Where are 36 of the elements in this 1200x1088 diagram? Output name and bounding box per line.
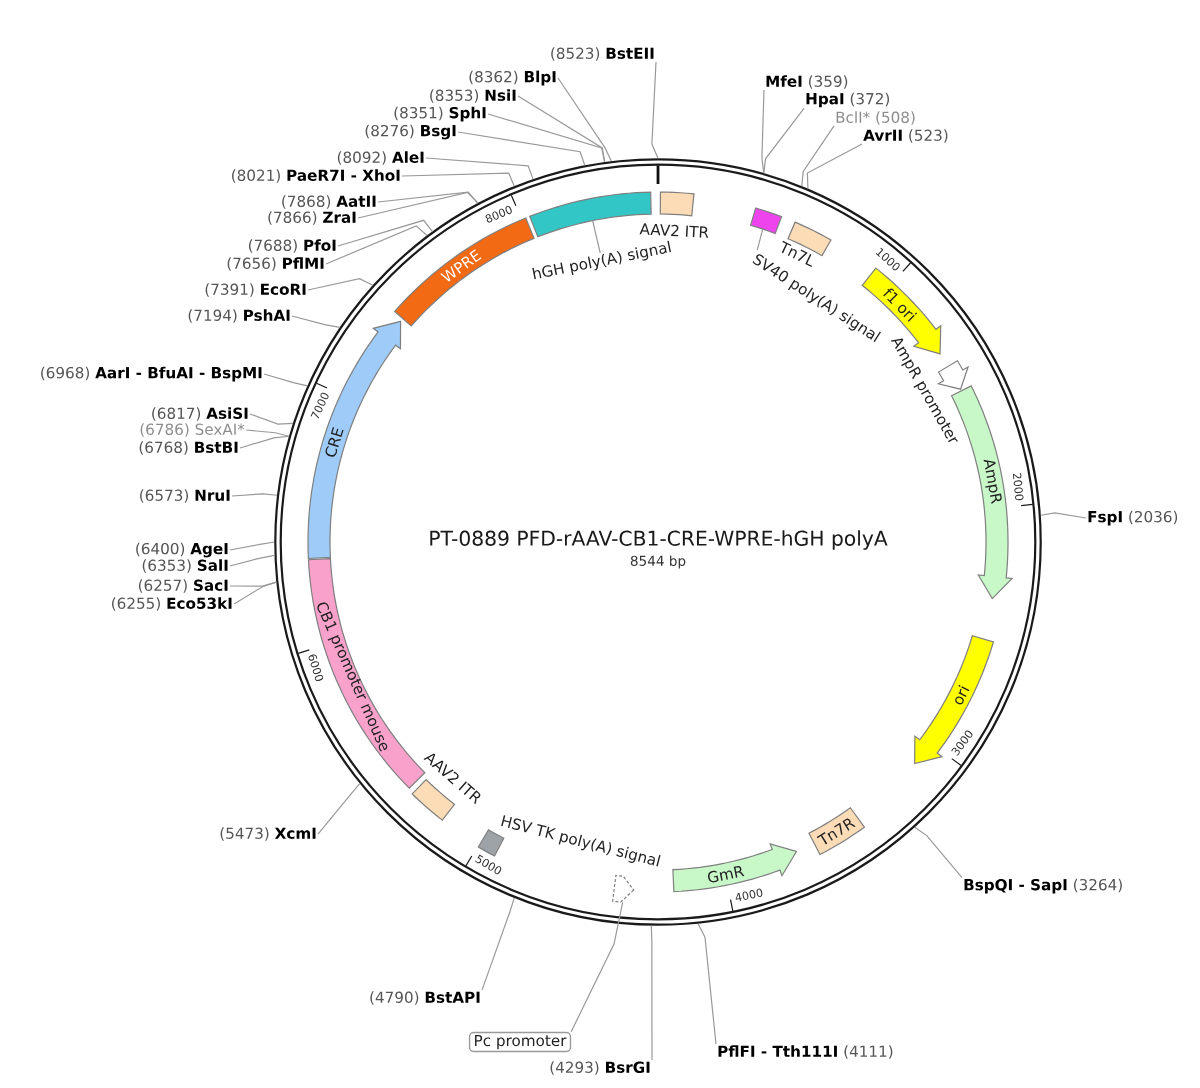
leader-line <box>1040 512 1087 519</box>
leader-line <box>307 278 374 291</box>
plasmid-name: PT-0889 PFD-rAAV-CB1-CRE-WPRE-hGH polyA <box>430 530 888 550</box>
leader-line <box>317 782 361 835</box>
leader-line <box>291 315 341 328</box>
leader-line <box>249 413 294 425</box>
leader-line <box>487 113 606 163</box>
leader-line <box>401 172 515 187</box>
leader-line <box>231 493 278 497</box>
leader-line <box>914 826 963 879</box>
leader-line <box>651 61 659 159</box>
leader-line <box>650 925 653 1061</box>
leader-line <box>481 897 515 991</box>
leader-line <box>239 435 290 449</box>
leader-line <box>756 228 764 251</box>
leader-line <box>570 901 624 1033</box>
directional-block <box>611 874 635 903</box>
leader-line <box>801 125 835 187</box>
leader-line <box>806 143 863 190</box>
leader-line <box>245 429 290 437</box>
leader-line <box>697 923 717 1045</box>
leader-line <box>761 89 765 174</box>
leader-line <box>377 191 479 204</box>
leader-line <box>357 191 479 219</box>
leader-line <box>425 157 534 180</box>
leader-line <box>263 373 308 387</box>
leader-line <box>457 131 586 166</box>
leader-line <box>517 95 606 163</box>
leader-line <box>233 581 277 605</box>
leader-line <box>592 220 601 254</box>
leader-line <box>229 554 276 567</box>
leader-line <box>337 219 434 247</box>
leader-line <box>325 225 428 265</box>
leader-line <box>557 77 612 162</box>
leader-line <box>229 541 275 551</box>
leader-line <box>763 107 805 174</box>
